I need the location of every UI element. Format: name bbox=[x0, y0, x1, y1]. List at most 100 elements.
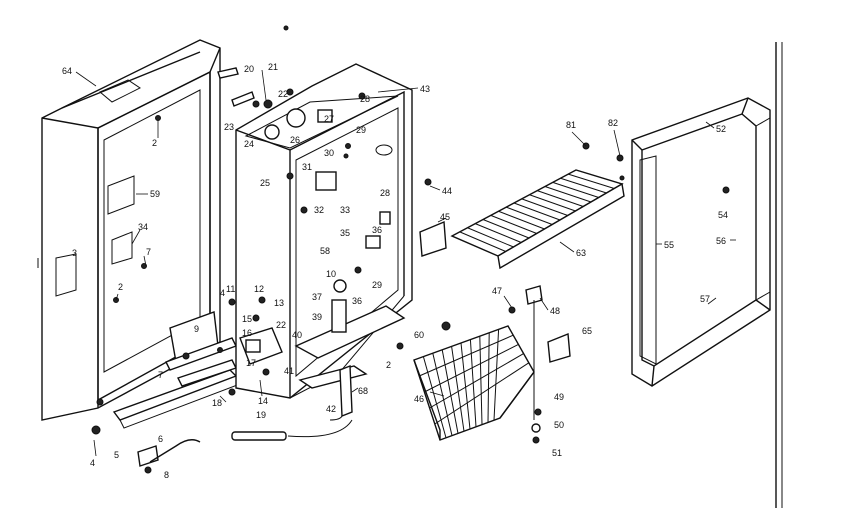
callout-25: 25 bbox=[260, 178, 270, 188]
wire-shelf bbox=[450, 142, 625, 270]
callout-20: 20 bbox=[244, 64, 254, 74]
callout-12: 12 bbox=[254, 284, 264, 294]
callout-40: 40 bbox=[292, 330, 302, 340]
door-gasket bbox=[631, 97, 771, 387]
callout-54: 54 bbox=[718, 210, 728, 220]
drain-hose bbox=[149, 419, 353, 463]
basket-wire bbox=[479, 336, 483, 425]
callout-7: 7 bbox=[146, 247, 151, 257]
wire-basket bbox=[413, 321, 535, 441]
callout-56: 56 bbox=[716, 236, 726, 246]
callout-33: 33 bbox=[340, 205, 350, 215]
leader-lines bbox=[75, 69, 736, 457]
callout-81: 81 bbox=[566, 120, 576, 130]
basket-wire bbox=[493, 329, 500, 421]
shelf-wire bbox=[498, 210, 545, 230]
basket-wire bbox=[487, 332, 490, 423]
callout-58: 58 bbox=[320, 246, 330, 256]
callout-60: 60 bbox=[414, 330, 424, 340]
basket-wire bbox=[429, 353, 524, 409]
callout-2: 2 bbox=[152, 138, 157, 148]
callout-35: 35 bbox=[340, 228, 350, 238]
basket-hardware bbox=[508, 285, 571, 444]
callout-65: 65 bbox=[582, 326, 592, 336]
callout-15: 15 bbox=[242, 314, 252, 324]
callout-42: 42 bbox=[326, 404, 336, 414]
shelf-wire bbox=[459, 231, 506, 252]
callout-labels: 64 2 59 34 3 7 2 20 21 22 23 24 26 27 28… bbox=[62, 62, 728, 480]
callout-29-b: 29 bbox=[372, 280, 382, 290]
shelf-wire bbox=[467, 227, 514, 248]
callout-44: 44 bbox=[442, 186, 452, 196]
callout-36-b: 36 bbox=[352, 296, 362, 306]
callout-28-b: 28 bbox=[380, 188, 390, 198]
shelf-wire bbox=[537, 190, 584, 207]
callout-16: 16 bbox=[242, 328, 252, 338]
callout-47: 47 bbox=[492, 286, 502, 296]
callout-10: 10 bbox=[326, 269, 336, 279]
callout-51: 51 bbox=[552, 448, 562, 458]
callout-27: 27 bbox=[324, 114, 334, 124]
shelf-wire bbox=[560, 177, 607, 194]
callout-30: 30 bbox=[324, 148, 334, 158]
callout-2-c: 2 bbox=[386, 360, 391, 370]
shelf-wire bbox=[513, 202, 561, 221]
shelf-wire bbox=[521, 198, 568, 216]
callout-28: 28 bbox=[360, 94, 370, 104]
shelf-wire bbox=[475, 223, 522, 243]
callout-4: 4 bbox=[220, 288, 225, 298]
callout-55: 55 bbox=[664, 240, 674, 250]
callout-46: 46 bbox=[414, 394, 424, 404]
shelf-wire bbox=[529, 194, 576, 212]
callout-26: 26 bbox=[290, 135, 300, 145]
callout-45: 45 bbox=[440, 212, 450, 222]
callout-82: 82 bbox=[608, 118, 618, 128]
callout-59: 59 bbox=[150, 189, 160, 199]
callout-22-b: 22 bbox=[276, 320, 286, 330]
callout-22: 22 bbox=[278, 89, 288, 99]
callout-14: 14 bbox=[258, 396, 268, 406]
callout-31: 31 bbox=[302, 162, 312, 172]
shelf-wire bbox=[544, 186, 592, 203]
callout-43: 43 bbox=[420, 84, 430, 94]
side-brackets bbox=[419, 178, 447, 257]
callout-9: 9 bbox=[194, 324, 199, 334]
basket-wire bbox=[441, 349, 459, 434]
basket-wire bbox=[422, 356, 447, 438]
callout-4-b: 4 bbox=[90, 458, 95, 468]
callout-57: 57 bbox=[700, 294, 710, 304]
callout-6: 6 bbox=[158, 434, 163, 444]
outer-cabinet-shell bbox=[37, 39, 221, 421]
lower-rail-assembly bbox=[91, 311, 241, 474]
shelf-wire bbox=[490, 214, 537, 234]
callout-49: 49 bbox=[554, 392, 564, 402]
basket-wire bbox=[424, 343, 519, 393]
callout-37: 37 bbox=[312, 292, 322, 302]
callout-18: 18 bbox=[212, 398, 222, 408]
basket-wire bbox=[419, 334, 514, 377]
callout-17: 17 bbox=[246, 358, 256, 368]
callout-24: 24 bbox=[244, 139, 254, 149]
inner-liner bbox=[217, 25, 413, 399]
callout-39: 39 bbox=[312, 312, 322, 322]
callout-52: 52 bbox=[716, 124, 726, 134]
callout-41: 41 bbox=[284, 366, 294, 376]
callout-48: 48 bbox=[550, 306, 560, 316]
shelf-wire bbox=[506, 206, 553, 225]
callout-7-b: 7 bbox=[158, 370, 163, 380]
basket-wire bbox=[432, 353, 453, 436]
callout-32: 32 bbox=[314, 205, 324, 215]
shelf-wire bbox=[482, 219, 530, 239]
shelf-wire bbox=[568, 173, 615, 189]
callout-63: 63 bbox=[576, 248, 586, 258]
callout-8: 8 bbox=[164, 470, 169, 480]
callout-11: 11 bbox=[226, 284, 235, 294]
callout-64: 64 bbox=[62, 66, 72, 76]
door-edge bbox=[775, 42, 783, 508]
callout-21: 21 bbox=[268, 62, 278, 72]
callout-34: 34 bbox=[138, 222, 148, 232]
callout-5: 5 bbox=[114, 450, 119, 460]
callout-19: 19 bbox=[256, 410, 266, 420]
callout-68: 68 bbox=[358, 386, 368, 396]
